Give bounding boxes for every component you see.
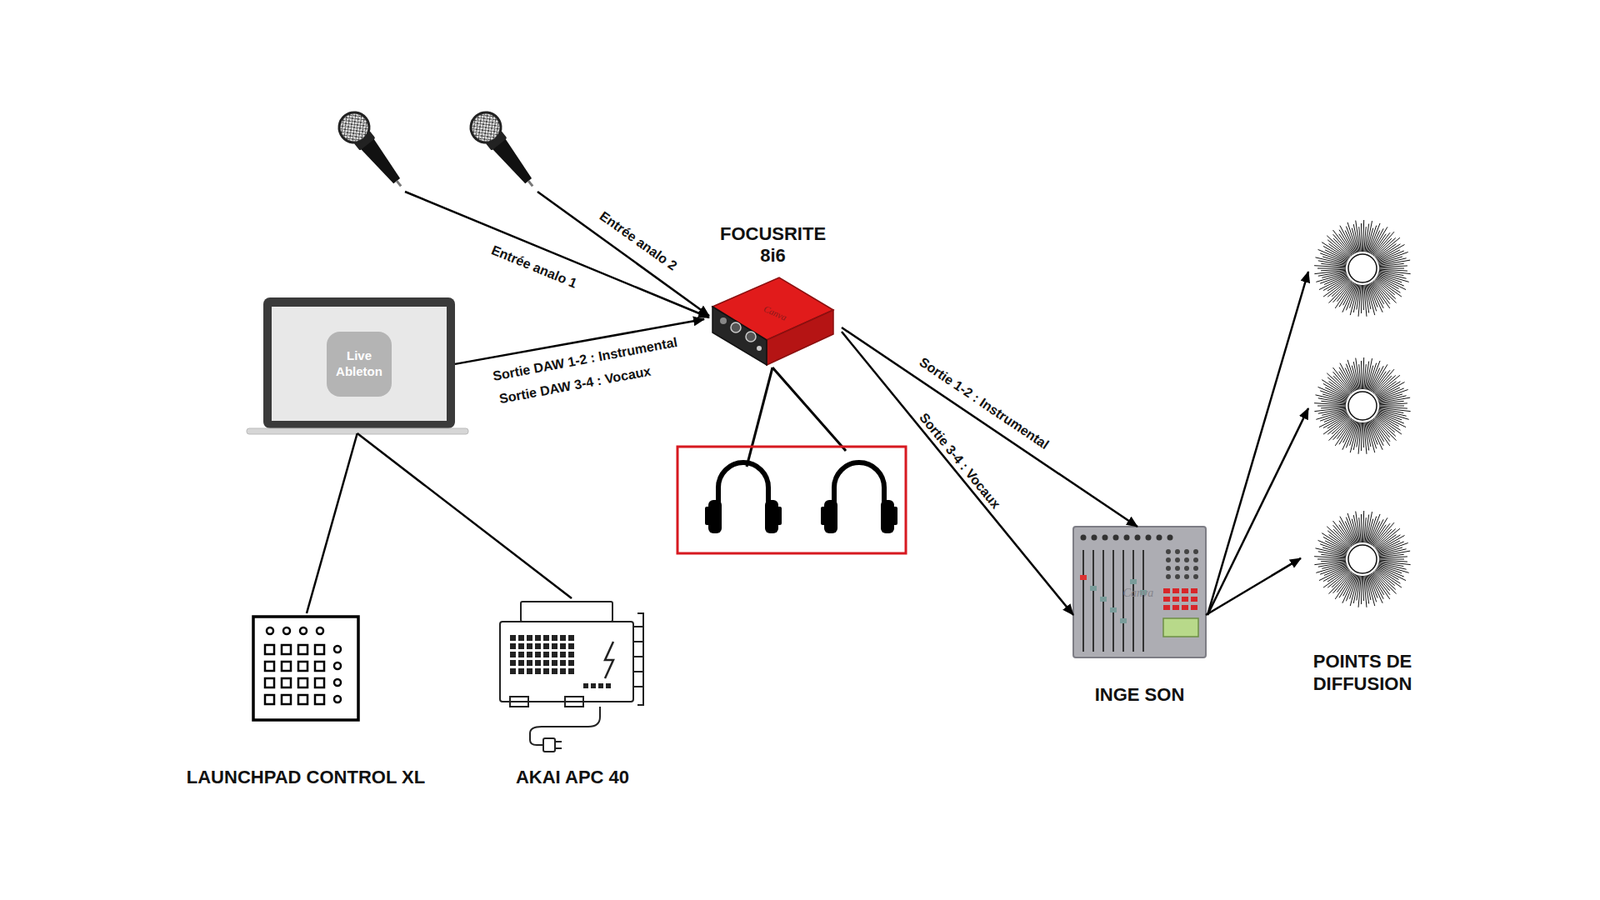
laptop-node: Live Ableton xyxy=(263,297,455,434)
microphone xyxy=(333,106,414,196)
launchpad-controller xyxy=(253,616,359,720)
mixer-node: INGE SON xyxy=(1073,526,1206,706)
device-name: AKAI APC 40 xyxy=(515,766,630,789)
headphones xyxy=(820,462,898,534)
speaker-burst xyxy=(1314,357,1411,455)
input-label: Entrée analo 1 xyxy=(486,240,582,293)
connector xyxy=(306,433,358,614)
app-badge: Live Ableton xyxy=(326,331,392,397)
speakers xyxy=(1314,220,1411,608)
speakers-node: POINTS DE DIFFUSION xyxy=(1300,510,1425,695)
signal-label: Sortie 3-4 : Vocaux xyxy=(914,407,1005,514)
connector xyxy=(841,327,1138,527)
headphones xyxy=(705,462,782,534)
watermark: Canva xyxy=(762,304,789,323)
device-name: INGE SON xyxy=(1095,684,1185,706)
device-name: POINTS DE DIFFUSION xyxy=(1304,650,1421,695)
headphone-frame xyxy=(677,446,906,554)
speaker-burst xyxy=(1314,510,1411,608)
input-label: Entrée analo 2 xyxy=(594,206,682,276)
mixing-desk xyxy=(1073,526,1206,658)
controller-node: AKAI APC 40 xyxy=(489,598,656,789)
interface-node: FOCUSRITE 8i6 xyxy=(704,223,842,367)
headphone-wires xyxy=(746,367,846,467)
akai-controller xyxy=(500,601,644,752)
audio-interface xyxy=(712,277,834,365)
watermark: Canva xyxy=(1123,587,1155,600)
connector xyxy=(841,331,1074,615)
connector xyxy=(1205,558,1301,615)
microphone xyxy=(465,106,545,196)
device-name: FOCUSRITE 8i6 xyxy=(710,223,836,268)
speaker-burst xyxy=(1314,220,1411,317)
laptop xyxy=(246,297,469,435)
connector xyxy=(357,433,572,599)
device-name: LAUNCHPAD CONTROL XL xyxy=(186,766,425,789)
controller-node: LAUNCHPAD CONTROL XL xyxy=(172,613,440,789)
